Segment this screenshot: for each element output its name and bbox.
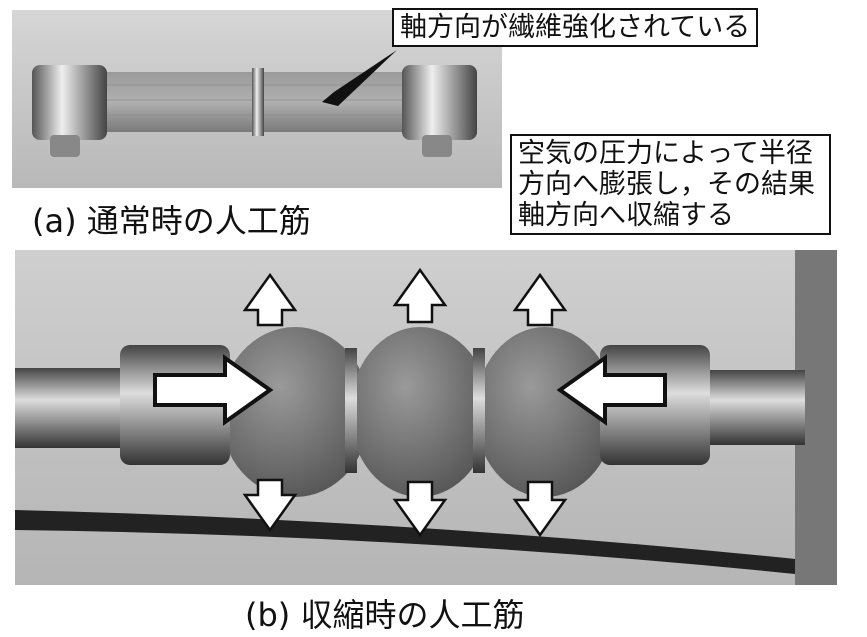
arrow-up-1: [242, 272, 298, 327]
bulge-1: [220, 327, 370, 497]
bulge-3: [475, 327, 615, 497]
hose-clamp-right: [402, 65, 477, 140]
fiber-tube: [72, 72, 422, 132]
caption-b: (b) 収縮時の人工筋: [245, 596, 525, 634]
caption-a: (a) 通常時の人工筋: [32, 202, 311, 240]
bulge-2: [350, 327, 490, 497]
arrow-down-1: [242, 478, 298, 533]
arrow-up-2: [392, 267, 448, 324]
arrow-left-contract: [556, 354, 667, 426]
callout-line: 方向へ膨張し，その結果: [518, 169, 815, 200]
callout-line: 軸方向へ収縮する: [518, 200, 734, 231]
callout-fiber-reinforced: 軸方向が繊維強化されている: [392, 8, 759, 47]
arrow-pointer: [322, 50, 397, 106]
hose-clamp-left: [32, 65, 107, 140]
callout-expansion: 空気の圧力によって半径 方向へ膨張し，その結果 軸方向へ収縮する: [510, 134, 831, 235]
arrow-right-contract: [153, 354, 274, 426]
callout-line: 空気の圧力によって半径: [518, 138, 813, 169]
arrow-up-3: [512, 272, 568, 327]
arrow-down-2: [392, 480, 448, 538]
photo-contracted-muscle: [15, 250, 837, 585]
arrow-down-3: [512, 480, 568, 538]
center-ring: [252, 68, 264, 136]
